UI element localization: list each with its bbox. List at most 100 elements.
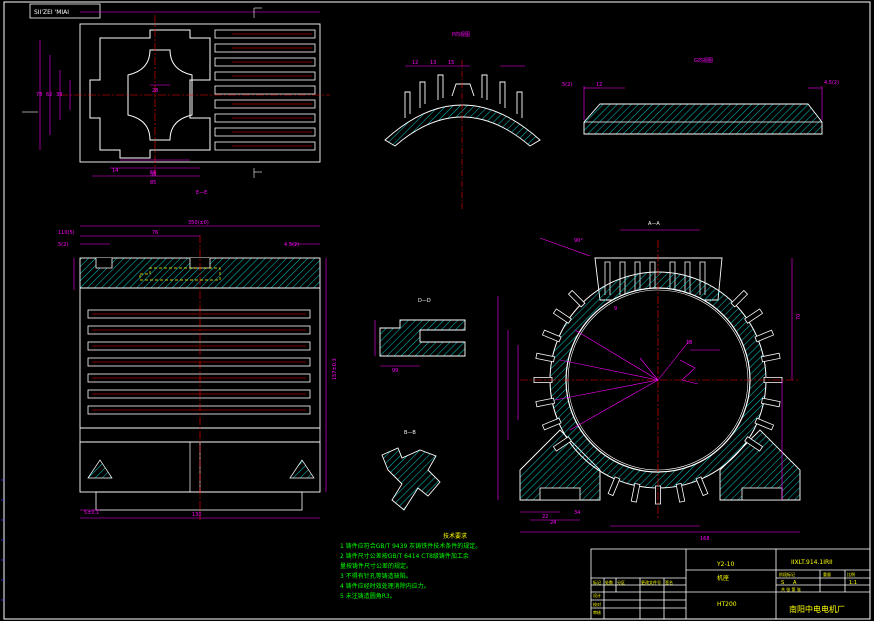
dim-1105: 110(5) xyxy=(58,230,75,236)
p-direction-view xyxy=(384,60,541,210)
dim-5-2: 5(2) xyxy=(562,82,572,88)
tb-check: 校对 xyxy=(593,602,601,607)
drawing-code: IIXLT.914.1IRII xyxy=(791,559,833,566)
dim-90: 90° xyxy=(574,238,583,244)
tech-note-4: 3 不得有针孔等铸造缺陷。 xyxy=(340,573,412,580)
tech-note-6: 5 未注铸造圆角R3。 xyxy=(340,593,396,600)
company-name: 南阳中电电机厂 xyxy=(789,605,845,614)
view-pp-label: P向视图 xyxy=(452,31,470,38)
dim-99: 99 xyxy=(392,368,398,374)
cooling-fin xyxy=(744,436,764,452)
dim-85: 85 xyxy=(150,180,156,186)
dim-34: 34 xyxy=(574,510,580,516)
tech-note-5: 4 铸件应经时效处理消除内应力。 xyxy=(340,583,430,590)
dim-5-1: 5(2) xyxy=(58,242,68,248)
code-top-left: SII'ZEI 'MIAI xyxy=(34,9,69,16)
cooling-fin xyxy=(630,482,641,503)
cooling-fin xyxy=(675,482,686,503)
cooling-fin xyxy=(730,289,749,308)
cooling-fin xyxy=(744,308,764,324)
tb-stage-a: A xyxy=(793,580,797,586)
tech-note-3: 量按铸件尺寸公差的规定。 xyxy=(340,563,413,570)
section-b-label: B—B xyxy=(404,430,416,436)
title-block-lines xyxy=(590,548,871,620)
tb-sign: 签名 xyxy=(665,580,673,585)
dim-78: 78 xyxy=(36,92,42,98)
tech-note-1: 1 铸件应符合GB/T 9439 灰铸铁件技术条件的规定。 xyxy=(340,543,482,550)
technical-notes: 技术要求 1 铸件应符合GB/T 9439 灰铸铁件技术条件的规定。 2 铸件尺… xyxy=(340,532,580,602)
section-d-label: D—D xyxy=(418,298,431,304)
part-sub: 机座 xyxy=(717,575,730,582)
tech-notes-title: 技术要求 xyxy=(442,533,467,540)
dim-12b: 12 xyxy=(596,82,602,88)
tb-stage-s: S xyxy=(781,580,785,586)
cooling-fin xyxy=(754,329,775,343)
dim-5-1b: 5±0.1 xyxy=(84,510,99,516)
cooling-fin xyxy=(541,417,562,431)
dim-15: 15 xyxy=(448,60,454,66)
top-plan-view xyxy=(22,7,330,178)
dim-70: 70 xyxy=(796,314,802,320)
dim-18: 18 xyxy=(686,340,692,346)
cooling-fin xyxy=(754,417,775,431)
dim-62: 62 xyxy=(46,92,52,98)
section-b xyxy=(381,447,441,511)
dim-28: 28 xyxy=(152,88,158,94)
cooling-fin xyxy=(760,352,781,363)
dim-9: 9 xyxy=(614,306,617,312)
left-edge-marks xyxy=(1,479,4,601)
g-direction-view xyxy=(583,86,823,135)
cooling-fin xyxy=(607,476,621,497)
tb-weight: 重量 xyxy=(823,572,831,577)
dim-1575: 157±0.3 xyxy=(332,358,338,380)
tb-approve: 审核 xyxy=(593,610,601,615)
cooling-fin xyxy=(541,329,562,343)
tech-note-2: 2 铸件尺寸公差按GB/T 6414 CT8级铸件加工余 xyxy=(340,553,469,560)
tb-zone: 分区 xyxy=(617,580,625,585)
tb-change: 更改文件号 xyxy=(641,580,661,585)
section-a-label: A—A xyxy=(648,221,660,227)
tb-stage: 阶段标记 xyxy=(779,572,795,577)
section-d xyxy=(374,319,466,367)
dim-56: 56 xyxy=(150,172,156,178)
dim-45-2: 4.5(2) xyxy=(284,242,299,248)
dim-66: 66 xyxy=(150,170,156,176)
dim-12a: 12 xyxy=(412,60,418,66)
text-layer: SII'ZEI 'MIAI P向视图 G向视图 E—E D—D B—B A—A … xyxy=(34,9,839,542)
cooling-fin xyxy=(695,476,709,497)
dim-350: 350(±0) xyxy=(188,220,209,226)
dim-13: 13 xyxy=(430,60,436,66)
tb-scale-value: 1:1 xyxy=(849,580,858,586)
part-name: Y2-10 xyxy=(717,561,735,568)
tb-mark: 标记 xyxy=(593,580,601,585)
dim-4-5: 4.5(2) xyxy=(824,80,839,86)
dim-14: 14 xyxy=(112,168,118,174)
cooling-fin xyxy=(567,289,586,308)
tb-qty: 处数 xyxy=(605,580,613,585)
drawing-frame xyxy=(3,1,871,620)
cooling-fin xyxy=(535,397,556,408)
tb-scale: 比例 xyxy=(847,572,855,577)
material: HT200 xyxy=(717,601,737,608)
dim-76: 76 xyxy=(152,230,158,236)
cooling-fin xyxy=(535,352,556,363)
cooling-fin xyxy=(552,308,572,324)
cooling-fin xyxy=(533,377,553,383)
dim-22: 22 xyxy=(542,514,548,520)
dim-38: 38 xyxy=(56,92,62,98)
dim-24: 24 xyxy=(550,520,556,526)
dim-130: 130 xyxy=(192,512,202,518)
code-box xyxy=(29,3,101,19)
tb-design: 设计 xyxy=(593,593,601,598)
main-end-view xyxy=(497,229,801,533)
title-block: Y2-10 机座 HT200 IIXLT.914.1IRII 南阳中电电机厂 标… xyxy=(591,549,871,621)
side-section-view xyxy=(73,225,327,520)
tb-sheet: 共 张 第 张 xyxy=(781,587,801,592)
dim-168: 168 xyxy=(700,536,710,542)
cooling-fin xyxy=(760,397,781,408)
view-g-label: G向视图 xyxy=(694,57,713,64)
section-e-label: E—E xyxy=(196,190,207,196)
cooling-fin xyxy=(552,436,572,452)
